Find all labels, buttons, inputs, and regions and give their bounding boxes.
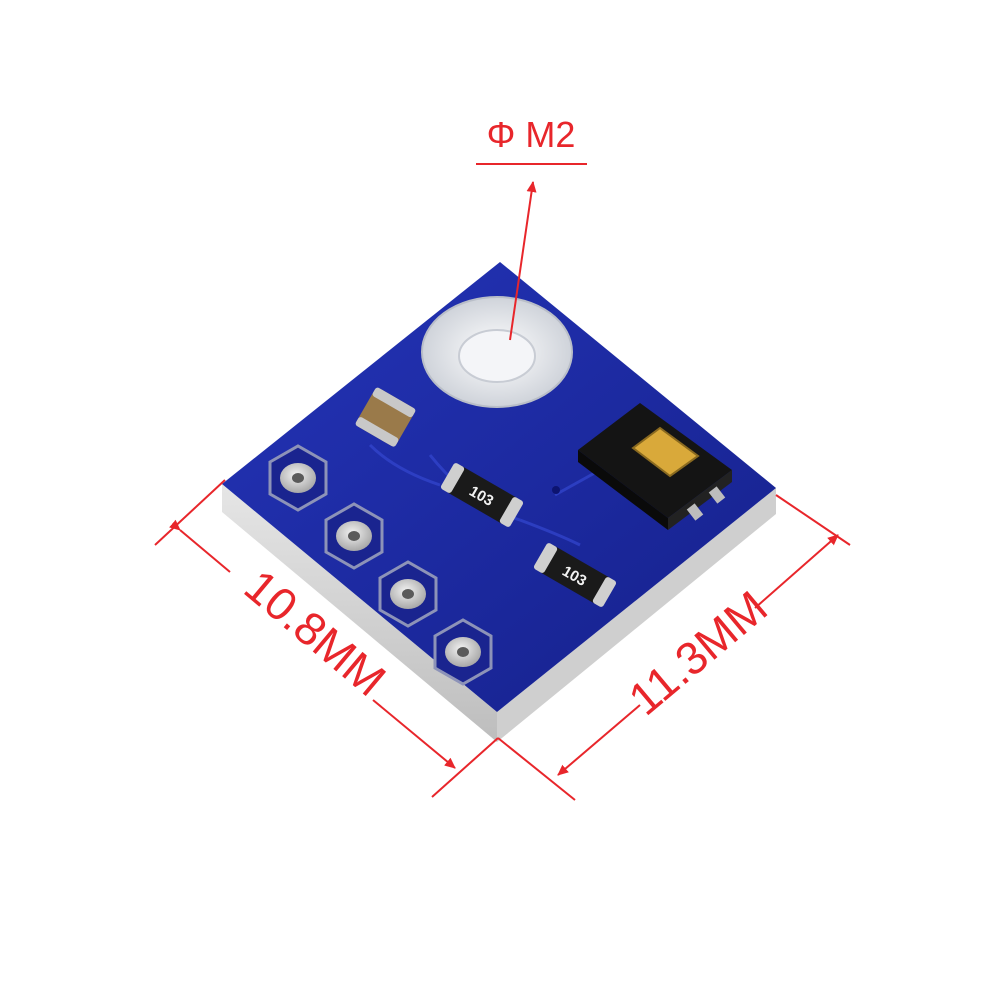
hole-annotation: Φ M2 xyxy=(476,114,587,341)
hole-label: Φ M2 xyxy=(487,114,576,155)
resistor-1: 103 xyxy=(440,463,524,527)
pin-2 xyxy=(324,502,384,570)
capacitor xyxy=(355,387,416,447)
resistor-2: 103 xyxy=(533,543,617,607)
pcb-edges xyxy=(222,484,776,742)
pcb-board xyxy=(222,262,776,712)
header-pins xyxy=(268,444,493,686)
pin-3 xyxy=(378,560,438,628)
mounting-hole xyxy=(421,296,573,408)
sensor-chip xyxy=(578,403,732,530)
hole-leader-arrow xyxy=(509,181,537,341)
pin-4 xyxy=(433,618,493,686)
fiducial-dot xyxy=(552,486,560,494)
pin-1 xyxy=(268,444,328,512)
